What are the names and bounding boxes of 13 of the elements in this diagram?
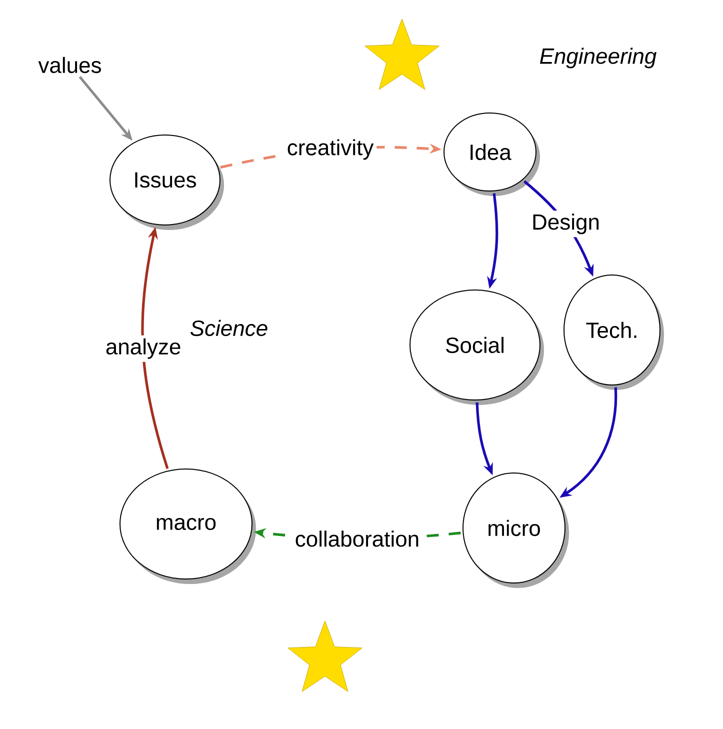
ellipse-node: Idea: [444, 112, 536, 192]
ellipse-node: Issues: [110, 134, 220, 226]
ellipse-node: macro: [120, 468, 252, 580]
edge-label: analyze: [102, 335, 184, 362]
edge-label: collaboration: [292, 528, 423, 550]
edge-label: Design: [528, 210, 603, 238]
ellipse-node: micro: [462, 472, 566, 584]
node-text: values: [38, 56, 101, 74]
ellipse-node: Tech.: [564, 274, 660, 386]
region-label: Science: [190, 320, 268, 336]
edge-label: creativity: [284, 136, 377, 163]
region-label: Engineering: [540, 48, 656, 68]
ellipse-node: Social: [410, 290, 540, 400]
